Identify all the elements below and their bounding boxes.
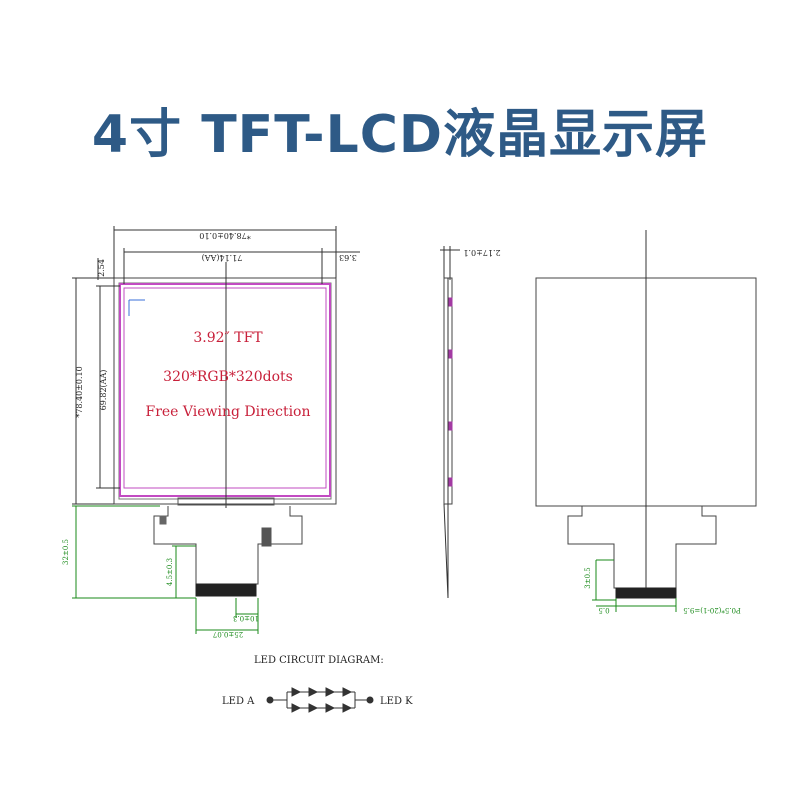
circuit-heading: LED CIRCUIT DIAGRAM: bbox=[254, 655, 384, 666]
dim-top: 2.54 bbox=[97, 259, 106, 277]
dim-thickness: 2.17±0.1 bbox=[463, 248, 500, 257]
terminal-k bbox=[366, 696, 374, 704]
module-inner bbox=[118, 282, 332, 500]
screen-size-label: 3.92″ TFT bbox=[193, 330, 263, 346]
dim-fpc-pitch: 10±0.3 bbox=[233, 614, 259, 622]
resolution-label: 320*RGB*320dots bbox=[163, 369, 293, 385]
viewing-label: Free Viewing Direction bbox=[145, 404, 310, 420]
dim-fpc-length: 32±0.5 bbox=[62, 539, 70, 565]
dim-back-a: 0.5 bbox=[598, 606, 609, 614]
back-dimensions bbox=[592, 559, 677, 612]
fpc-connector bbox=[195, 583, 257, 597]
dim-back-b: 3±0.5 bbox=[584, 567, 592, 588]
led-circuit bbox=[266, 687, 374, 713]
dim-fpc-width: 25±0.07 bbox=[213, 630, 243, 638]
side-view bbox=[440, 246, 460, 599]
fpc-dimensions bbox=[72, 505, 259, 634]
dim-outer-width: *78.40±0.10 bbox=[199, 231, 250, 240]
dim-aa-width: 71.14(AA) bbox=[202, 253, 243, 262]
front-view bbox=[72, 226, 360, 597]
terminal-a bbox=[266, 696, 274, 704]
module-outline bbox=[113, 277, 337, 505]
dim-aa-height: 69.82(AA) bbox=[99, 370, 108, 411]
page-title: 4寸 TFT-LCD液晶显示屏 bbox=[91, 105, 709, 165]
back-connector bbox=[615, 587, 677, 599]
dim-back-pin: P0.5*(20-1)=9.5 bbox=[683, 606, 741, 614]
led-k-label: LED K bbox=[380, 696, 413, 707]
back-view bbox=[535, 230, 757, 599]
dim-fpc-tail: 4.5±0.3 bbox=[166, 558, 174, 586]
led-a-label: LED A bbox=[222, 696, 255, 707]
dim-outer-height: *78.40±0.10 bbox=[75, 366, 84, 417]
dim-offset: 3.63 bbox=[339, 253, 357, 262]
active-area bbox=[119, 283, 331, 497]
